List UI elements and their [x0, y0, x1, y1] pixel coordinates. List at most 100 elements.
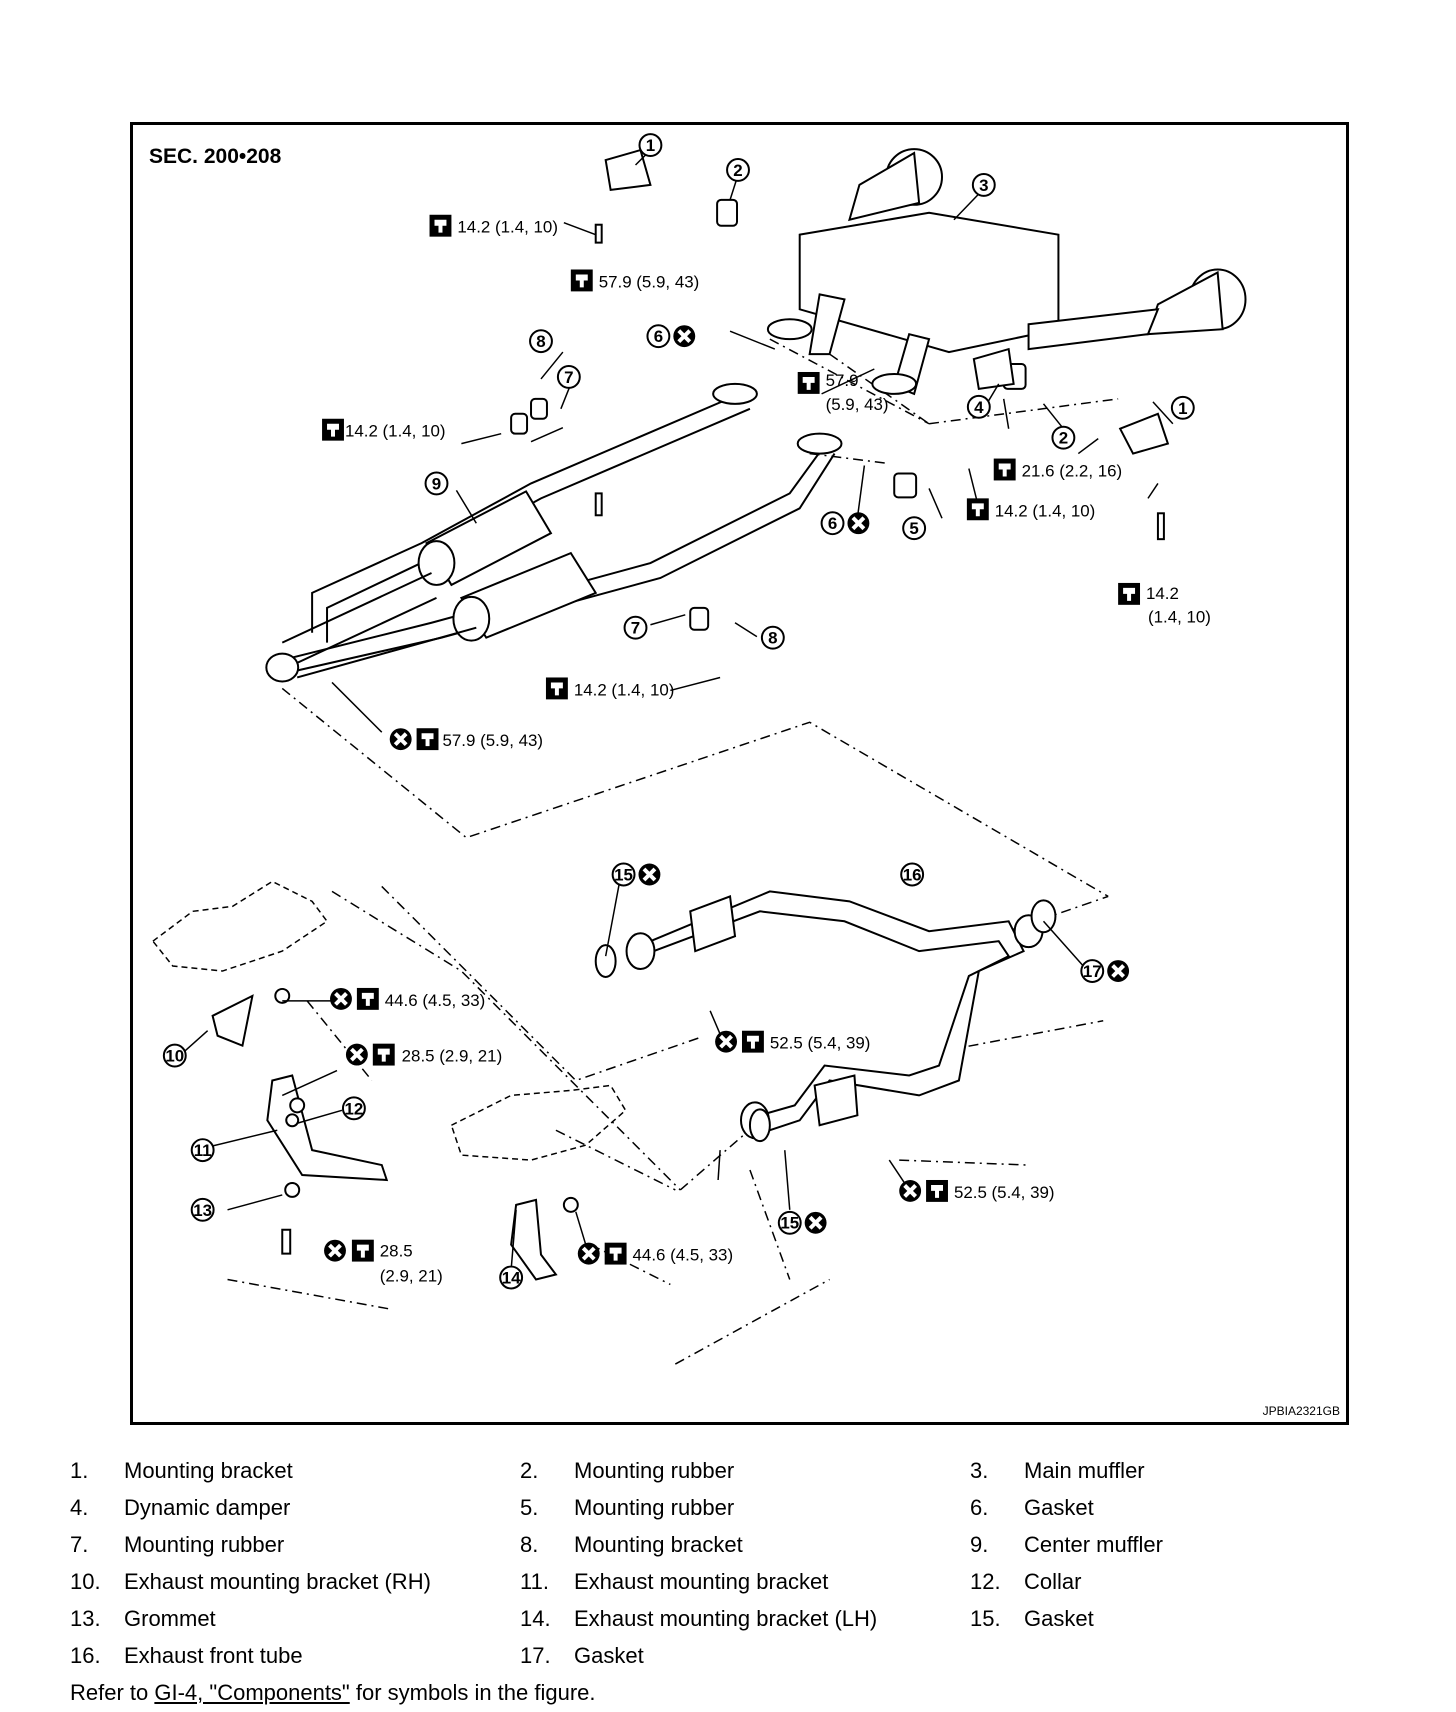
svg-text:14.2 (1.4, 10): 14.2 (1.4, 10) [457, 218, 558, 237]
torque-wrench-icon [966, 498, 989, 521]
do-not-reuse-icon [575, 1240, 602, 1267]
svg-text:44.6 (4.5, 33): 44.6 (4.5, 33) [633, 1246, 734, 1265]
callout-1b: 1 [1170, 395, 1195, 420]
do-not-reuse-icon [802, 1209, 829, 1236]
gasket-no-reuse-6b [845, 510, 872, 537]
torque-label-6: 14.2 (1.4, 10) [966, 498, 1095, 521]
section-reference: SEC. 200•208 [149, 145, 282, 168]
torque-label-2: 57.9 (5.9, 43) [570, 269, 700, 292]
do-not-reuse-icon [636, 861, 663, 888]
torque-label-12: 28.5 (2.9, 21) [343, 1041, 503, 1068]
torque-wrench-icon [356, 987, 379, 1010]
callout-5: 5 [902, 516, 927, 541]
callout-2a: 2 [726, 158, 750, 182]
upper-mounts [510, 148, 1170, 631]
callout-7b-label: 7 [631, 619, 640, 638]
do-not-reuse-icon [328, 985, 354, 1012]
callout-1b-label: 1 [1178, 399, 1187, 418]
svg-text:(2.9, 21): (2.9, 21) [380, 1266, 443, 1285]
torque-label-15: 44.6 (4.5, 33) [575, 1240, 734, 1267]
callout-8b-label: 8 [768, 629, 777, 648]
exhaust-system-diagram: SEC. 200•208 1 2 3 6 8 7 9 4 1 2 6 5 7 8… [130, 122, 1349, 1425]
callout-13: 13 [190, 1197, 215, 1222]
svg-text:(5.9, 43): (5.9, 43) [826, 395, 889, 414]
torque-wrench-icon [993, 458, 1016, 481]
callout-2b-label: 2 [1059, 429, 1068, 448]
callout-15a: 15 [611, 862, 636, 887]
callout-2b: 2 [1051, 425, 1076, 450]
do-not-reuse-icon [387, 726, 414, 753]
callout-8b: 8 [760, 625, 785, 650]
components-reference-link[interactable]: GI-4, "Components" [154, 1680, 350, 1705]
svg-text:14.2 (1.4, 10): 14.2 (1.4, 10) [574, 680, 675, 699]
torque-label-4: 14.2 (1.4, 10) [322, 418, 446, 441]
svg-text:28.5: 28.5 [380, 1242, 413, 1261]
callout-14: 14 [499, 1265, 524, 1290]
callout-17: 17 [1080, 959, 1105, 983]
callout-3: 3 [971, 172, 996, 197]
callout-3-label: 3 [979, 176, 988, 195]
torque-label-7: 14.2 (1.4, 10) [1118, 582, 1211, 627]
torque-wrench-icon [570, 269, 593, 292]
svg-text:57.9 (5.9, 43): 57.9 (5.9, 43) [442, 731, 543, 750]
torque-wrench-icon [797, 371, 820, 394]
torque-wrench-icon [1118, 582, 1141, 605]
callout-15b-label: 15 [780, 1214, 799, 1233]
callout-11: 11 [190, 1138, 215, 1163]
svg-text:21.6 (2.2, 16): 21.6 (2.2, 16) [1022, 461, 1123, 480]
torque-labels-layer: 14.2 (1.4, 10) 57.9 (5.9, 43) 57.9(5.9, … [322, 214, 1211, 1285]
callout-14-label: 14 [502, 1268, 521, 1287]
callout-10-label: 10 [165, 1047, 184, 1066]
do-not-reuse-icon [1105, 958, 1132, 984]
figure-id: JPBIA2321GB [1262, 1404, 1340, 1418]
torque-label-9: 57.9 (5.9, 43) [387, 726, 543, 753]
svg-text:44.6 (4.5, 33): 44.6 (4.5, 33) [385, 991, 486, 1010]
callout-7-label: 7 [564, 368, 573, 387]
callout-16: 16 [900, 862, 925, 887]
torque-label-8: 14.2 (1.4, 10) [545, 677, 675, 700]
svg-text:(1.4, 10): (1.4, 10) [1148, 608, 1211, 627]
svg-text:28.5 (2.9, 21): 28.5 (2.9, 21) [402, 1047, 503, 1066]
callout-10: 10 [162, 1043, 187, 1068]
torque-label-1: 14.2 (1.4, 10) [429, 214, 558, 237]
torque-label-11: 52.5 (5.4, 39) [713, 1028, 871, 1055]
callout-9: 9 [424, 471, 449, 496]
callout-6b-label: 6 [828, 514, 837, 533]
torque-wrench-icon [322, 418, 344, 441]
torque-label-3: 57.9(5.9, 43) [797, 371, 889, 414]
gasket-no-reuse-15b [802, 1209, 829, 1236]
callout-8-label: 8 [536, 332, 545, 351]
torque-wrench-icon [545, 677, 568, 700]
callout-7a: 7 [556, 365, 581, 389]
callout-4-label: 4 [974, 398, 984, 417]
do-not-reuse-icon [897, 1177, 924, 1204]
catalytic-converters [151, 880, 627, 1161]
callout-1-label: 1 [646, 136, 655, 155]
torque-label-13: 52.5 (5.4, 39) [897, 1177, 1055, 1204]
callout-17-label: 17 [1083, 962, 1102, 981]
do-not-reuse-icon [671, 323, 698, 350]
center-muffler [265, 490, 598, 683]
callout-2-label: 2 [733, 161, 742, 180]
svg-text:57.9 (5.9, 43): 57.9 (5.9, 43) [599, 272, 700, 291]
exhaust-front-tube [594, 890, 1057, 1143]
svg-text:52.5 (5.4, 39): 52.5 (5.4, 39) [770, 1034, 871, 1053]
callout-8a: 8 [529, 329, 553, 354]
callout-11-label: 11 [194, 1141, 212, 1160]
callouts-layer: 1 2 3 6 8 7 9 4 1 2 6 5 7 8 15 16 17 10 … [162, 133, 1195, 1290]
svg-text:52.5 (5.4, 39): 52.5 (5.4, 39) [954, 1183, 1055, 1202]
callout-7b: 7 [623, 615, 648, 640]
torque-wrench-icon [416, 728, 439, 751]
callout-4: 4 [966, 394, 991, 419]
do-not-reuse-icon [845, 510, 872, 537]
svg-text:14.2: 14.2 [1146, 584, 1179, 603]
callout-6b: 6 [820, 511, 845, 536]
callout-9-label: 9 [432, 474, 441, 493]
callout-13-label: 13 [193, 1201, 212, 1220]
lower-brackets [211, 223, 1165, 1281]
callout-6-label: 6 [654, 327, 663, 346]
callout-5-label: 5 [909, 519, 918, 538]
gasket-no-reuse-17 [1105, 958, 1132, 984]
torque-wrench-icon [351, 1239, 374, 1262]
do-not-reuse-icon [322, 1237, 348, 1264]
